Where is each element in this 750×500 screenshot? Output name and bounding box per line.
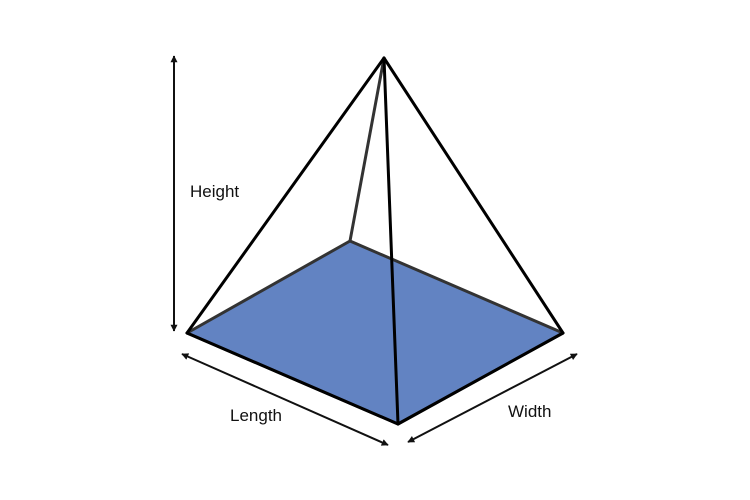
pyramid-back-edge: [348, 56, 386, 243]
pyramid-base: [185, 239, 565, 426]
pyramid-right-edge: [382, 56, 565, 335]
pyramid-left-edge: [185, 56, 386, 335]
length-arrow: [181, 353, 389, 446]
pyramid-front-edge: [382, 56, 400, 426]
height-label: Height: [190, 182, 239, 201]
length-label: Length: [230, 406, 282, 425]
width-arrow: [407, 353, 578, 443]
width-label: Width: [508, 402, 551, 421]
